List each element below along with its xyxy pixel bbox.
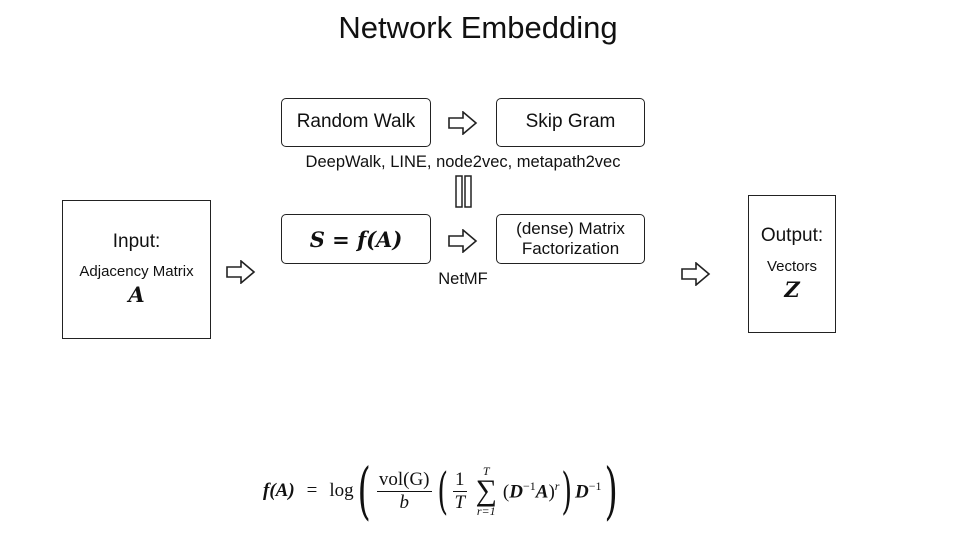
formula-d-exp: −1 [522, 478, 536, 493]
output-box: Output: Vectors Z [748, 195, 836, 333]
formula-d: D [509, 481, 523, 503]
formula-sum-lower: r=1 [476, 504, 496, 519]
formula-tail-exp: −1 [588, 478, 602, 493]
formula-fraction-vol: vol(G) b [376, 468, 432, 514]
formula-equals: = [306, 480, 318, 501]
equals-icon [454, 175, 474, 214]
s-equals-f-a-box: S = f(A) [281, 214, 431, 264]
input-symbol: A [128, 281, 145, 307]
arrow-right-icon [448, 229, 478, 253]
formula-inner-term: (D−1A)r [502, 478, 560, 503]
formula-summation: T ∑ r=1 [476, 465, 497, 518]
formula-b: b [399, 491, 409, 513]
formula-lhs: f(A) [263, 480, 295, 501]
formula-open-paren: ( [357, 454, 371, 527]
formula-close-paren-inner: ) [561, 462, 573, 520]
formula-tail-d: D [574, 481, 589, 503]
formula-t: T [454, 491, 466, 513]
input-heading: Input: [112, 231, 161, 253]
formula-log: log [329, 480, 354, 501]
formula-one: 1 [453, 468, 467, 492]
skip-gram-box: Skip Gram [496, 98, 645, 147]
output-symbol: Z [784, 277, 800, 303]
input-box: Input: Adjacency Matrix A [62, 200, 211, 339]
input-subtitle: Adjacency Matrix [79, 262, 194, 280]
matrix-factorization-box: (dense) Matrix Factorization [496, 214, 645, 264]
formula-sigma: ∑ [475, 473, 497, 507]
formula-tail: D−1 [575, 479, 602, 503]
arrow-right-icon [226, 260, 256, 284]
output-subtitle: Vectors [766, 258, 818, 276]
formula-sum-upper: T [482, 463, 490, 478]
random-walk-label: Random Walk [296, 111, 416, 133]
arrow-right-icon [681, 262, 711, 286]
random-walk-box: Random Walk [281, 98, 431, 147]
random-walk-methods-caption: DeepWalk, LINE, node2vec, metapath2vec [305, 153, 621, 171]
matrix-factorization-line1: (dense) Matrix [516, 218, 625, 238]
formula-vol: vol(G) [376, 468, 432, 492]
formula-close-paren: ) [604, 454, 619, 527]
output-heading: Output: [760, 224, 824, 246]
formula-power-r: r [554, 478, 560, 493]
skip-gram-label: Skip Gram [525, 111, 616, 133]
netmf-formula: f(A) = log ( vol(G) b ( 1 T T ∑ r=1 (D−1… [263, 460, 618, 522]
matrix-factorization-line2: Factorization [521, 239, 620, 258]
formula-open-paren-inner: ( [436, 462, 448, 520]
netmf-caption: NetMF [438, 270, 488, 288]
s-equals-f-a-label: S = f(A) [309, 226, 403, 252]
arrow-right-icon [448, 111, 478, 135]
page-title: Network Embedding [338, 10, 618, 45]
formula-a: A [535, 481, 549, 503]
formula-fraction-1-over-t: 1 T [453, 469, 467, 514]
